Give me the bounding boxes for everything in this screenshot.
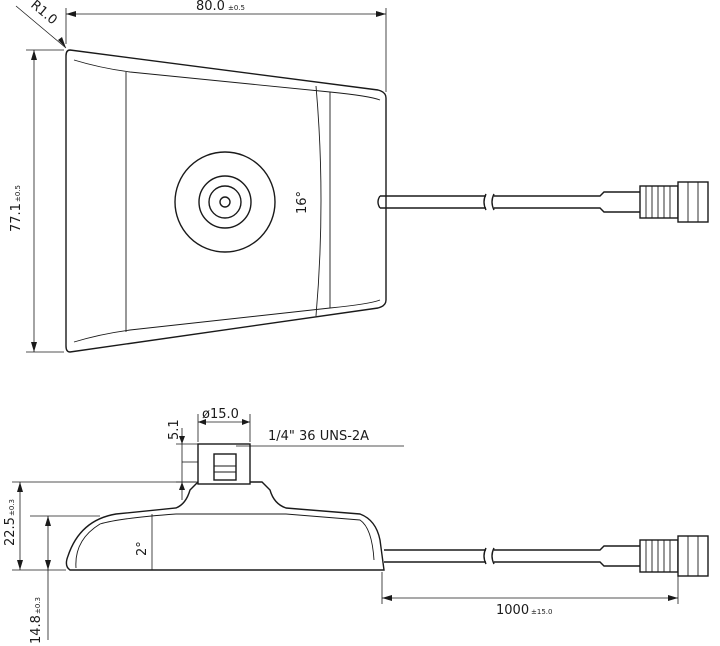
total-height-value: 22.5 (3, 517, 18, 546)
width-dim-value: 80.0 (196, 0, 225, 14)
top-view-inner-rim-bottom (73, 299, 381, 343)
connector-inner-circle (208, 185, 242, 219)
side-view-sma-tip (677, 535, 709, 577)
base-height-value: 14.8 (29, 615, 44, 644)
top-view: 80.0 ±0.5 R1.0 77.1 ±0.5 16° (9, 0, 709, 353)
top-view-body-outline (65, 49, 387, 353)
connector-mid-circle (198, 175, 252, 229)
side-view-cable-stub (384, 549, 486, 563)
cable-length-tol: ±15.0 (531, 608, 552, 616)
top-view-cable-stub (377, 195, 486, 209)
side-view-cable-far (494, 545, 640, 567)
total-height-tol: ±0.3 (8, 499, 16, 516)
cable-length-value: 1000 (496, 603, 529, 618)
side-view-base-outline (65, 481, 385, 571)
height-dim-value: 77.1 (9, 203, 24, 232)
top-view-cable-break-right (491, 193, 495, 211)
connector-pin-circle (219, 196, 231, 208)
side-view-base-inner (75, 513, 375, 569)
diameter-label: ø15.0 (202, 407, 239, 422)
top-angle-label: 16° (295, 191, 310, 214)
neck-height-label: 5.1 (167, 419, 182, 440)
top-view-cable-far (494, 191, 640, 213)
width-dim-tol: ±0.5 (228, 4, 245, 12)
side-view: ø15.0 1/4" 36 UNS-2A 5.1 22.5 ±0.3 14.8 (3, 407, 709, 644)
top-view-draft-curve (315, 85, 322, 317)
side-view-connector (213, 453, 237, 481)
thread-label: 1/4" 36 UNS-2A (268, 429, 369, 444)
top-view-sma-tip (677, 181, 709, 223)
top-view-inner-rim-top (73, 59, 381, 101)
top-view-cable-break-left (483, 193, 487, 211)
radius-leader (15, 5, 67, 49)
connector-outer-circle (174, 151, 276, 253)
radius-label: R1.0 (27, 0, 59, 28)
height-dim-tol: ±0.5 (14, 185, 22, 202)
base-height-tol: ±0.3 (34, 597, 42, 614)
side-angle-label: 2° (135, 541, 150, 556)
